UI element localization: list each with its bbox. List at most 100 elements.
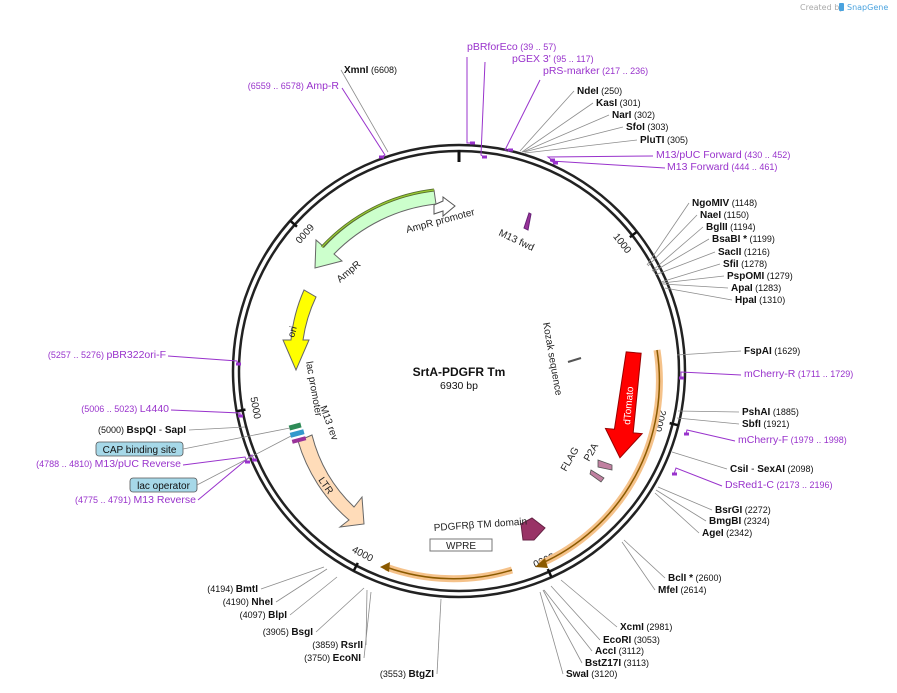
- primer-leader: [504, 79, 541, 151]
- features: [282, 188, 663, 583]
- enzyme-pos: (4097): [240, 610, 269, 620]
- enzyme-name: NarI: [612, 110, 632, 121]
- enzyme-leader: [539, 591, 564, 675]
- enzyme-pos: (3553): [380, 669, 409, 679]
- enzyme-leader: [523, 126, 624, 153]
- primer-range: (1711 .. 1729): [795, 369, 853, 379]
- enzyme-pos: (1150): [721, 210, 749, 220]
- primer-label: pGEX 3' (95 .. 117): [512, 53, 594, 65]
- enzyme-pair-name: SapI: [165, 425, 186, 436]
- enzyme-label: XcmI (2981): [620, 622, 672, 633]
- enzyme-name: BspQI: [127, 425, 157, 436]
- enzyme-name: BsaBI: [712, 234, 741, 245]
- enzyme-name: HpaI: [735, 295, 757, 306]
- enzyme-leader: [676, 417, 740, 425]
- p2a-mark: [597, 459, 613, 471]
- primer-name: mCherry-F: [738, 434, 788, 446]
- enzyme-leader: [621, 541, 656, 591]
- enzyme-pos: (3112): [616, 646, 644, 656]
- enzyme-label: NdeI (250): [577, 86, 622, 97]
- enzyme-pos: (2981): [644, 622, 673, 632]
- enzyme-label: PshAI (1885): [742, 407, 799, 418]
- pdgfr-label: PDGFRβ TM domain: [433, 516, 527, 533]
- m13-fwd-label: M13 fwd: [497, 228, 536, 254]
- enzyme-label: (4194) BmtI: [207, 584, 258, 595]
- enzyme-leader: [654, 492, 700, 534]
- enzyme-label: EcoRI (3053): [603, 635, 660, 646]
- enzyme-leader: [652, 238, 710, 273]
- primer-label: pBRforEco (39 .. 57): [467, 41, 556, 53]
- enzyme-pos: (3750): [304, 653, 333, 663]
- enzyme-label: CsiI - SexAI (2098): [730, 464, 814, 475]
- enzyme-name: CsiI: [730, 464, 749, 475]
- enzyme-name: PshAI: [742, 407, 771, 418]
- primer-leader: [480, 61, 486, 158]
- tick-mark: [669, 421, 679, 427]
- enzyme-label: SfiI (1278): [723, 259, 767, 270]
- enzyme-label: (4097) BlpI: [240, 610, 288, 621]
- enzyme-label: PluTI (305): [640, 135, 688, 146]
- enzyme-pos: (2272): [742, 505, 771, 515]
- enzyme-label: AgeI (2342): [702, 528, 752, 539]
- enzyme-leader: [560, 579, 618, 628]
- primer-name: pBR322ori-F: [106, 349, 166, 361]
- enzyme-leader: [660, 263, 721, 283]
- tick-mark: [546, 568, 553, 578]
- enzyme-name: SfiI: [723, 259, 739, 270]
- enzyme-leader: [543, 589, 593, 652]
- primer-labels: pBRforEco (39 .. 57)pGEX 3' (95 .. 117)p…: [36, 41, 853, 506]
- enzyme-leader: [550, 585, 601, 641]
- primer-range: (4775 .. 4791): [75, 495, 134, 505]
- enzyme-star: *: [740, 234, 747, 245]
- enzyme-leader: [661, 275, 725, 284]
- enzyme-leader: [646, 202, 690, 266]
- enzyme-leader: [188, 426, 246, 431]
- enzyme-label: ApaI (1283): [731, 283, 781, 294]
- enzyme-pos: (302): [631, 110, 655, 120]
- enzyme-leader: [647, 214, 698, 267]
- primer-leader: [341, 87, 386, 158]
- enzyme-pos: (2324): [741, 516, 770, 526]
- enzyme-leader: [524, 139, 638, 154]
- enzyme-leader: [519, 90, 575, 152]
- enzyme-label: SfoI (303): [626, 122, 668, 133]
- enzyme-pair-name: SexAI: [757, 464, 785, 475]
- enzyme-pos: (1279): [764, 271, 793, 281]
- credit-prefix: Created by: [800, 3, 844, 12]
- enzyme-leader: [657, 486, 713, 511]
- orf-arc2-line: [385, 566, 513, 580]
- enzyme-leader: [623, 539, 666, 579]
- enzyme-pos: (303): [645, 122, 669, 132]
- enzyme-pos: (5000): [98, 425, 127, 435]
- primer-name: pBRforEco: [467, 41, 518, 53]
- enzyme-pos: (2098): [785, 464, 814, 474]
- enzyme-name: BlpI: [268, 610, 287, 621]
- primer-leader: [550, 160, 666, 169]
- enzyme-name: AgeI: [702, 528, 724, 539]
- ampr-orf-line-inner: [321, 189, 435, 248]
- enzyme-name: BsgI: [291, 627, 313, 638]
- enzyme-pos: (1278): [739, 259, 768, 269]
- primer-name: Amp-R: [306, 80, 339, 92]
- enzyme-name: PluTI: [640, 135, 665, 146]
- primer-leader: [546, 155, 654, 161]
- lac-operator-text: lac operator: [137, 481, 190, 492]
- primer-name: M13/pUC Reverse: [95, 458, 182, 470]
- enzyme-name: SbfI: [742, 419, 761, 430]
- m13-rev-label: M13 rev: [317, 404, 340, 442]
- primer-label: (4788 .. 4810) M13/pUC Reverse: [36, 458, 181, 470]
- kozak-mark: [567, 357, 582, 363]
- enzyme-pos: (250): [599, 86, 623, 96]
- enzyme-label: MfeI (2614): [658, 585, 707, 596]
- enzyme-name: PspOMI: [727, 271, 764, 282]
- enzyme-pos: (4190): [223, 597, 252, 607]
- enzyme-pos: (2600): [693, 573, 722, 583]
- enzyme-name: XcmI: [620, 622, 644, 633]
- primer-label: (5006 .. 5023) L4440: [81, 403, 169, 415]
- enzyme-name: ApaI: [731, 283, 753, 294]
- orf-arc-line: [539, 349, 661, 565]
- enzyme-pos: (2342): [724, 528, 753, 538]
- enzyme-label: BstZ17I (3113): [585, 658, 649, 669]
- primer-range: (444 .. 461): [729, 162, 778, 172]
- cap-binding-site-leader: [182, 427, 291, 450]
